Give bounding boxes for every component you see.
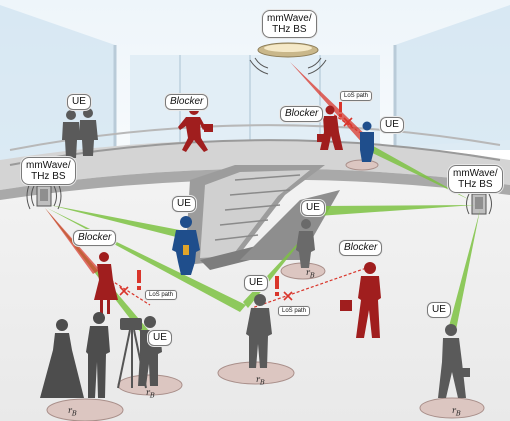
radius-label-2: rB (146, 388, 155, 400)
blocker-upper-right (317, 105, 343, 150)
blocker-label-right: Blocker (339, 240, 383, 256)
blocker-right (340, 262, 381, 338)
ue-label-right: UE (427, 302, 451, 318)
wall-bs-right (466, 193, 492, 215)
blocker-left (94, 252, 118, 314)
ue-label-camera: UE (148, 330, 172, 346)
radius-label-5: rB (452, 406, 461, 418)
los-label-upper: LoS path (340, 91, 373, 101)
ue-right-walking (438, 324, 470, 398)
ceiling-bs (249, 42, 327, 75)
los-label-center: LoS path (278, 306, 311, 316)
ue-upper-left-group (62, 108, 98, 158)
beam-red-left (45, 208, 100, 274)
bs-label-left: mmWave/ THz BS (21, 157, 76, 185)
people (40, 105, 470, 398)
ue-label-mid-right: UE (301, 200, 325, 216)
ue-mid-right (296, 219, 315, 268)
ue-center (246, 294, 272, 368)
ue-label-upper-right: UE (380, 117, 404, 133)
radius-label-3: rB (256, 375, 265, 387)
coverage-discs (46, 159, 485, 421)
beam-green-right-lower (448, 210, 480, 330)
los-label-left: LoS path (145, 290, 178, 300)
blocker-label-upper-right: Blocker (280, 106, 324, 122)
radius-label-1: rB (68, 406, 77, 418)
ue-label-escalator: UE (172, 196, 196, 212)
bs-label-right: mmWave/ THz BS (448, 165, 503, 193)
radius-label-4: rB (306, 268, 315, 280)
blocker-label-upper: Blocker (165, 94, 209, 110)
wall-bs-left (26, 182, 62, 210)
ue-label-center: UE (244, 275, 268, 291)
beam-green-right-mid (318, 205, 475, 216)
beam-red-ceiling (290, 62, 373, 146)
blocker-label-left: Blocker (73, 230, 117, 246)
ue-escalator (172, 216, 200, 275)
ue-label-upper-left: UE (67, 94, 91, 110)
ue-couple-left (40, 312, 110, 398)
bs-label-ceiling: mmWave/ THz BS (262, 10, 317, 38)
ue-upper-right (360, 121, 374, 162)
beam-green-right-upper (360, 142, 470, 200)
beam-green-left-upper (50, 205, 190, 240)
